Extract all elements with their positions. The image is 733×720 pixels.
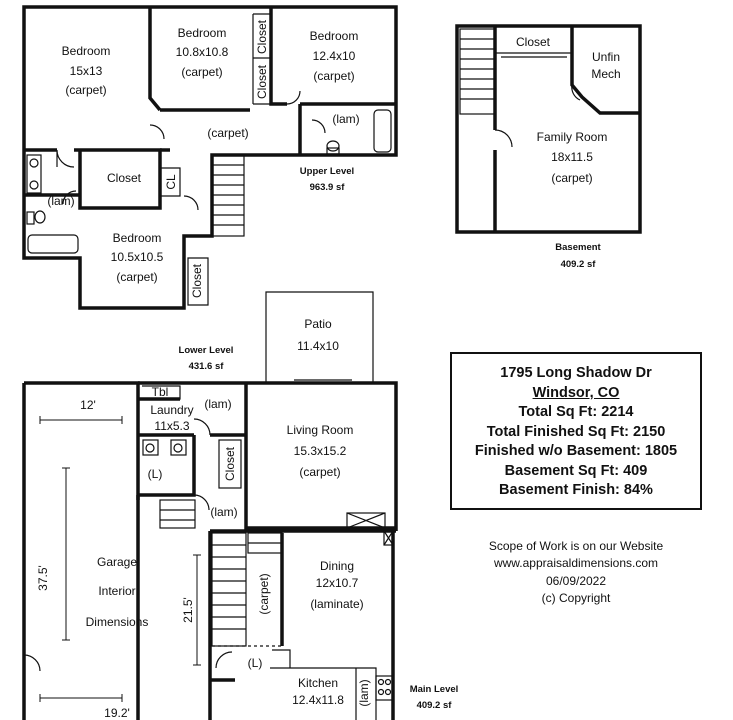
main-level-area: 409.2 sf (417, 700, 453, 711)
finished-wo-basement: Finished w/o Basement: 1805 (474, 443, 678, 459)
dim-garage-top: 12' (80, 398, 96, 412)
bedroom-b-name: Bedroom (178, 26, 227, 40)
dim-garage-side: 37.5' (36, 565, 50, 591)
right-bath-lam-label: (lam) (332, 112, 359, 126)
mech-label: Mech (591, 67, 620, 81)
basement-labels: Closet Unfin Mech Family Room 18x11.5 (c… (516, 35, 621, 270)
family-room-floor: (carpet) (551, 171, 592, 185)
bedroom-b-size: 10.8x10.8 (176, 45, 229, 59)
bedroom-c-size: 12.4x10 (313, 49, 356, 63)
scope-note: Scope of Work is on our Website (488, 539, 664, 553)
bedroom-d-closet-label: Closet (190, 263, 204, 298)
hall-floor-label: (carpet) (207, 126, 248, 140)
bedroom-c-floor: (carpet) (313, 69, 354, 83)
dining-name: Dining (320, 559, 354, 573)
living-room-name: Living Room (287, 423, 354, 437)
patio-name: Patio (304, 317, 332, 331)
stair-lam-label: (lam) (210, 505, 237, 519)
living-room-floor: (carpet) (299, 465, 340, 479)
bedroom-a-floor: (carpet) (65, 83, 106, 97)
website-link[interactable]: www.appraisaldimensions.com (493, 556, 659, 571)
copyright-note: (c) Copyright (541, 590, 611, 605)
lower-level-area: 431.6 sf (189, 361, 225, 372)
patio-size: 11.4x10 (297, 339, 339, 353)
basement-closet-label: Closet (516, 35, 551, 49)
basement-sqft: Basement Sq Ft: 409 (504, 462, 648, 479)
property-address: 1795 Long Shadow Dr (500, 365, 652, 381)
garage-line1: Garage (97, 555, 137, 569)
stair-carpet-label: (carpet) (257, 573, 271, 614)
bedroom-d-floor: (carpet) (116, 270, 157, 284)
laundry-lam-label: (lam) (204, 397, 231, 411)
total-finished-sqft: Total Finished Sq Ft: 2150 (486, 423, 666, 440)
main-l-label: (L) (248, 656, 263, 670)
lower-level-name: Lower Level (179, 345, 234, 356)
notes-block: Scope of Work is on our Website www.appr… (446, 538, 706, 607)
laundry-closet-label: Closet (223, 446, 237, 481)
bedroom-d-size: 10.5x10.5 (111, 250, 164, 264)
dining-floor: (laminate) (310, 597, 363, 611)
upper-level-labels: Bedroom 15x13 (carpet) Bedroom 10.8x10.8… (47, 19, 359, 298)
laundry-l-label: (L) (148, 467, 163, 481)
upper-closet-3-label: Closet (107, 171, 142, 185)
bedroom-b-floor: (carpet) (181, 65, 222, 79)
cl-label: CL (164, 174, 178, 190)
bedroom-a-size: 15x13 (70, 64, 103, 78)
upper-closet-1-label: Closet (255, 19, 269, 54)
tbl-label: Tbl (152, 385, 169, 399)
basement-level-area: 409.2 sf (561, 259, 597, 270)
bedroom-c-name: Bedroom (310, 29, 359, 43)
family-room-name: Family Room (537, 130, 608, 144)
unfin-label: Unfin (592, 50, 620, 64)
family-room-size: 18x11.5 (551, 150, 593, 164)
dim-garage-bottom: 19.2' (104, 706, 130, 720)
garage-dimensions (39, 416, 201, 702)
dining-size: 12x10.7 (316, 576, 359, 590)
kitchen-lam-label: (lam) (357, 679, 371, 706)
kitchen-name: Kitchen (298, 676, 338, 690)
dim-garage-inner: 21.5' (181, 597, 195, 623)
bedroom-a-name: Bedroom (62, 44, 111, 58)
main-level-name: Main Level (410, 684, 459, 695)
upper-level-walls (22, 5, 398, 310)
lower-main-walls (22, 291, 398, 720)
property-city: Windsor, CO (532, 384, 620, 401)
lower-main-labels: Patio 11.4x10 Lower Level 431.6 sf Tbl (… (36, 317, 458, 720)
property-info-box: 1795 Long Shadow Dr Windsor, CO Total Sq… (450, 352, 702, 510)
garage-line2: Interior (98, 584, 135, 598)
basement-finish: Basement Finish: 84% (499, 482, 653, 498)
upper-level-area: 963.9 sf (310, 182, 346, 193)
kitchen-size: 12.4x11.8 (292, 693, 344, 707)
laundry-name: Laundry (150, 403, 193, 417)
upper-closet-2-label: Closet (255, 64, 269, 99)
upper-level-name: Upper Level (300, 166, 354, 177)
living-room-size: 15.3x15.2 (294, 444, 347, 458)
report-date: 06/09/2022 (545, 573, 607, 588)
laundry-size: 11x5.3 (154, 419, 189, 433)
garage-line3: Dimensions (86, 615, 149, 629)
basement-walls (455, 24, 642, 234)
total-sqft: Total Sq Ft: 2214 (518, 404, 634, 420)
bedroom-d-name: Bedroom (113, 231, 162, 245)
basement-level-name: Basement (555, 242, 601, 253)
left-bath-lam-label: (lam) (47, 194, 74, 208)
